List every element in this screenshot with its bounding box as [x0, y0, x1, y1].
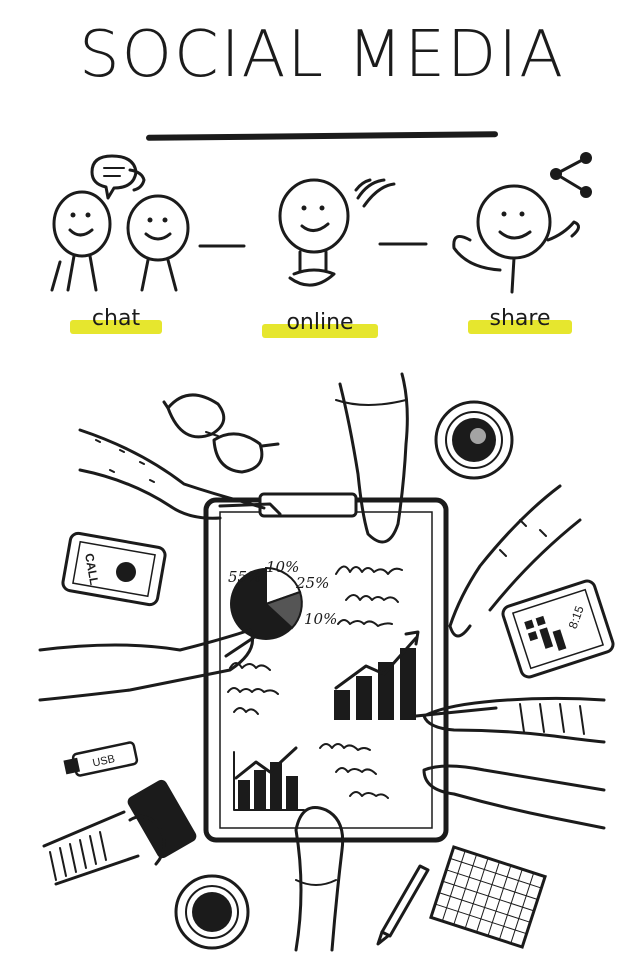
arm-right-lower: [422, 764, 606, 830]
share-label: share: [489, 306, 551, 331]
pct-25-label: 25%: [295, 574, 329, 592]
chat-figure-left: [50, 190, 112, 292]
hand-with-phone: [42, 779, 197, 886]
chat-bubble-icon: [90, 154, 146, 200]
bar-chart-sketch-upper: [334, 630, 420, 720]
pen-icon: [376, 864, 430, 946]
share-icon: [550, 152, 592, 198]
share-figure: [452, 184, 580, 294]
pct-55-label: 55%: [228, 568, 261, 586]
phone-icon: [61, 531, 167, 607]
arm-left-middle: [38, 628, 258, 702]
coffee-cup-top-icon: [434, 400, 514, 480]
chat-highlight: [70, 320, 162, 334]
online-highlight: [262, 324, 378, 338]
chat-figure-right: [126, 194, 190, 292]
pct-10-label-b: 10%: [304, 610, 337, 628]
arm-bottom-center: [294, 806, 345, 952]
arm-top-center: [335, 372, 409, 544]
figures-row: [50, 152, 592, 294]
pie-chart-sketch: [230, 566, 303, 640]
wifi-icon: [354, 178, 396, 208]
coffee-cup-bottom-icon: [174, 874, 250, 950]
usb-drive-icon: [63, 741, 139, 777]
online-figure: [278, 178, 350, 287]
bar-chart-sketch-lower: [233, 746, 305, 811]
arm-right-upper: [448, 484, 582, 638]
notebook-icon: [429, 845, 547, 949]
tablet-icon: [501, 579, 615, 679]
page-title: SOCIAL MEDIA: [79, 18, 565, 92]
phone-call-label: CALL: [82, 552, 101, 586]
share-highlight: [468, 320, 572, 334]
pct-10-label-a: 10%: [266, 558, 299, 576]
online-label: online: [286, 310, 354, 335]
scribble-notes: [227, 565, 403, 799]
arm-top-left: [78, 428, 282, 520]
glasses-icon: [162, 393, 280, 474]
usb-label: USB: [91, 753, 116, 769]
chat-label: chat: [91, 306, 141, 331]
arm-right-middle: [414, 696, 606, 744]
